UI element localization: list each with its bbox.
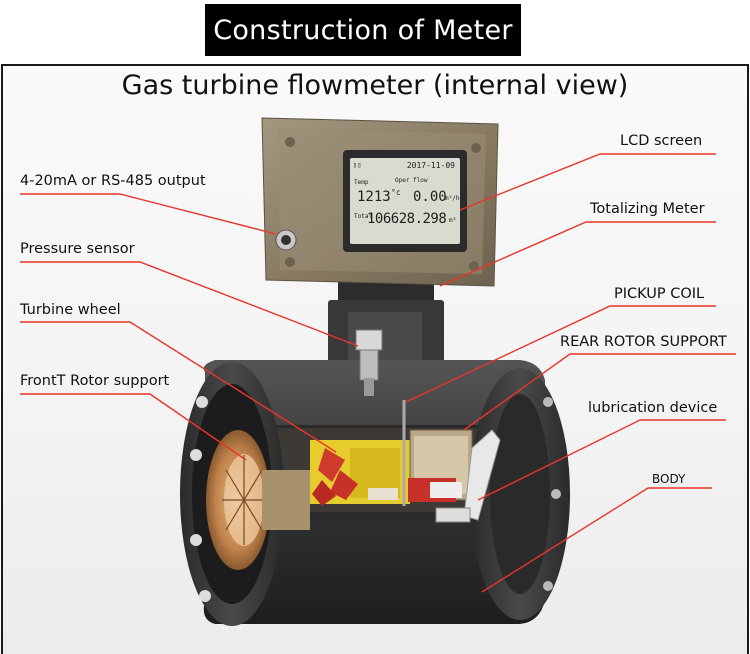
turbine-wheel: [310, 440, 410, 506]
label-output: 4-20mA or RS-485 output: [20, 173, 206, 189]
lcd-total-unit: m³: [449, 217, 457, 224]
lcd-screen: ▯▯ 2017-11-09 Temp Oper flow 1213 °c 0.0…: [353, 161, 460, 227]
lcd-date: 2017-11-09: [406, 161, 455, 170]
leader-lines: [20, 153, 736, 593]
label-front-rotor-support: FrontT Rotor support: [20, 373, 170, 389]
diagram-title: Gas turbine flowmeter (internal view): [121, 70, 629, 101]
label-body: BODY: [652, 472, 686, 486]
leader-turbine: [20, 321, 337, 453]
label-pressure-sensor: Pressure sensor: [20, 241, 135, 257]
lcd-flow-value: 0.00: [413, 189, 447, 205]
lcd-temp-value: 1213: [357, 189, 391, 205]
leader-lcd: [459, 153, 716, 211]
lcd-total-value: 106628.298: [367, 211, 447, 227]
leader-totalizing: [439, 221, 716, 287]
label-turbine-wheel: Turbine wheel: [20, 302, 121, 318]
leader-output: [20, 193, 277, 235]
leader-rear-support: [463, 353, 736, 431]
lcd-temp-label: Temp: [354, 179, 369, 186]
lcd-total-label: Total: [354, 213, 373, 220]
front-rotor-support: [206, 430, 310, 570]
leader-body: [481, 487, 712, 593]
leader-lubrication: [477, 419, 726, 501]
header-title: Construction of Meter: [213, 14, 513, 46]
lcd-flow-unit: m³/h: [445, 195, 460, 202]
label-pickup-coil: PICKUP COIL: [614, 286, 705, 302]
lcd-flow-label: Oper flow: [395, 177, 428, 184]
lcd-temp-unit: °c: [391, 188, 401, 197]
label-rear-rotor-support: REAR ROTOR SUPPORT: [560, 334, 727, 350]
leader-pickup: [405, 305, 716, 403]
right-flange: [470, 368, 570, 620]
label-totalizing-meter: Totalizing Meter: [590, 201, 705, 217]
header-title-bar: Construction of Meter: [205, 4, 521, 56]
leader-pressure: [20, 261, 359, 347]
pressure-sensor: [355, 329, 383, 396]
leader-front-support: [20, 393, 247, 461]
rear-rotor-support: [402, 400, 473, 506]
electronics-housing: [261, 117, 499, 287]
label-lcd-screen: LCD screen: [620, 133, 703, 149]
lubrication-device: [435, 429, 501, 523]
label-lubrication-device: lubrication device: [588, 400, 718, 416]
